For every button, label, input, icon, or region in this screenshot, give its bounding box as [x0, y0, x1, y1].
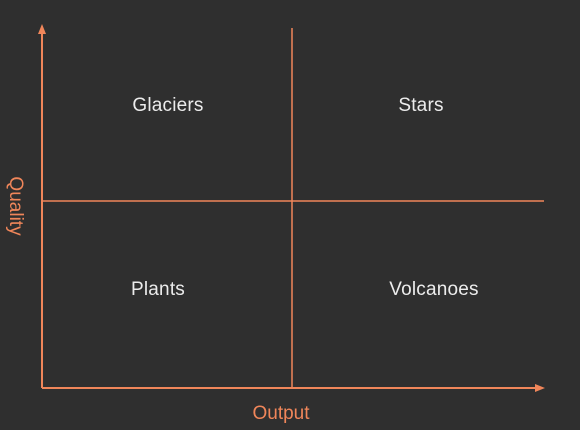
quadrant-top-right-label: Stars — [398, 95, 444, 116]
x-axis-arrowhead — [535, 384, 545, 392]
y-axis-label: Quality — [5, 176, 26, 236]
y-axis-arrowhead — [38, 24, 46, 34]
quadrant-top-left-label: Glaciers — [132, 95, 204, 116]
x-axis-label: Output — [252, 403, 310, 424]
quadrant-bottom-right-label: Volcanoes — [389, 279, 479, 300]
quadrant-bottom-left-label: Plants — [130, 279, 186, 300]
